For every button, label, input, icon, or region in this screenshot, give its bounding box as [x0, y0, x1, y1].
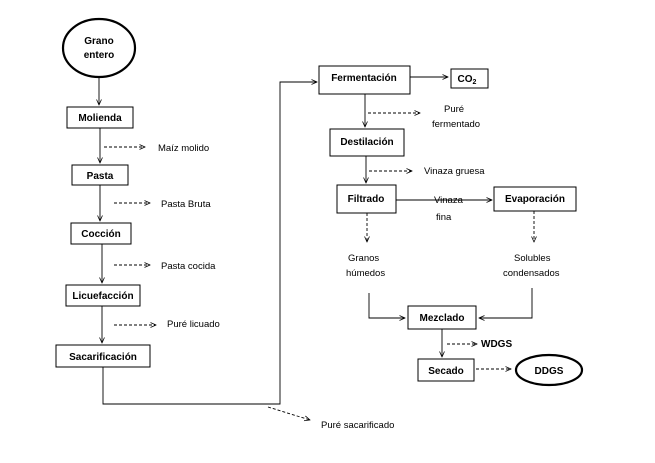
svg-text:Evaporación: Evaporación — [505, 194, 565, 205]
node-grano-entero: Grano entero — [61, 17, 137, 79]
dashed-maiz-molido: Maíz molido — [104, 143, 209, 154]
svg-text:Mezclado: Mezclado — [419, 313, 464, 324]
connector-sacarificacion-fermentacion — [102, 82, 317, 405]
dashed-solubles-condensados: Solubles condensados — [503, 211, 560, 279]
svg-text:Pasta cocida: Pasta cocida — [161, 261, 216, 272]
node-evaporacion: Evaporación — [493, 186, 577, 212]
svg-text:CO2: CO2 — [458, 74, 477, 86]
svg-text:Puré sacarificado: Puré sacarificado — [321, 420, 394, 431]
svg-text:Molienda: Molienda — [78, 113, 122, 124]
svg-text:Pasta: Pasta — [87, 171, 114, 182]
node-licuefaccion: Licuefacción — [65, 284, 141, 307]
svg-text:WDGS: WDGS — [481, 339, 512, 350]
svg-text:Filtrado: Filtrado — [348, 194, 385, 205]
node-pasta: Pasta — [71, 164, 129, 186]
svg-text:Grano: Grano — [84, 36, 113, 47]
svg-text:DDGS: DDGS — [535, 366, 564, 377]
svg-text:entero: entero — [84, 50, 115, 61]
svg-text:condensados: condensados — [503, 268, 560, 279]
node-molienda: Molienda — [66, 106, 134, 129]
node-filtrado: Filtrado — [336, 184, 397, 214]
arrow-granos-mezclado — [368, 293, 405, 318]
node-secado: Secado — [417, 358, 475, 382]
svg-text:Pasta Bruta: Pasta Bruta — [161, 199, 211, 210]
svg-text:Cocción: Cocción — [81, 229, 120, 240]
node-mezclado: Mezclado — [407, 305, 477, 330]
svg-text:Vinaza: Vinaza — [434, 195, 464, 206]
svg-text:Licuefacción: Licuefacción — [72, 291, 133, 302]
label-vinaza-fina: Vinaza fina — [434, 195, 464, 223]
svg-text:fermentado: fermentado — [432, 119, 480, 130]
dashed-pasta-bruta: Pasta Bruta — [114, 199, 211, 210]
right-column-arrows — [365, 77, 533, 357]
node-coccion: Cocción — [70, 222, 132, 245]
svg-text:Puré licuado: Puré licuado — [167, 319, 220, 330]
dashed-wdgs: WDGS — [447, 339, 512, 350]
dashed-pure-fermentado: Puré fermentado — [368, 104, 480, 130]
svg-text:Puré: Puré — [444, 104, 464, 115]
dashed-pasta-cocida: Pasta cocida — [114, 261, 216, 272]
svg-text:Fermentación: Fermentación — [331, 73, 397, 84]
left-column-arrows — [99, 77, 102, 343]
dashed-pure-sacarificado: Puré sacarificado — [267, 406, 394, 431]
svg-text:Solubles: Solubles — [514, 253, 551, 264]
arrow-solubles-mezclado — [479, 288, 533, 318]
svg-text:Granos: Granos — [348, 253, 379, 264]
svg-text:Secado: Secado — [428, 366, 464, 377]
node-co2: CO2 — [450, 68, 489, 89]
dashed-pure-licuado: Puré licuado — [114, 319, 220, 330]
dashed-granos-humedos: Granos húmedos — [346, 213, 385, 279]
svg-text:Vinaza gruesa: Vinaza gruesa — [424, 166, 485, 177]
node-ddgs: DDGS — [514, 353, 584, 387]
node-fermentacion: Fermentación — [318, 65, 411, 95]
svg-text:fina: fina — [436, 212, 452, 223]
node-destilacion: Destilación — [329, 128, 405, 157]
svg-text:Destilación: Destilación — [340, 137, 393, 148]
node-sacarificacion: Sacarificación — [55, 344, 151, 368]
dashed-vinaza-gruesa: Vinaza gruesa — [369, 166, 485, 177]
svg-text:Maíz molido: Maíz molido — [158, 143, 209, 154]
svg-text:Sacarificación: Sacarificación — [69, 352, 137, 363]
svg-text:húmedos: húmedos — [346, 268, 385, 279]
